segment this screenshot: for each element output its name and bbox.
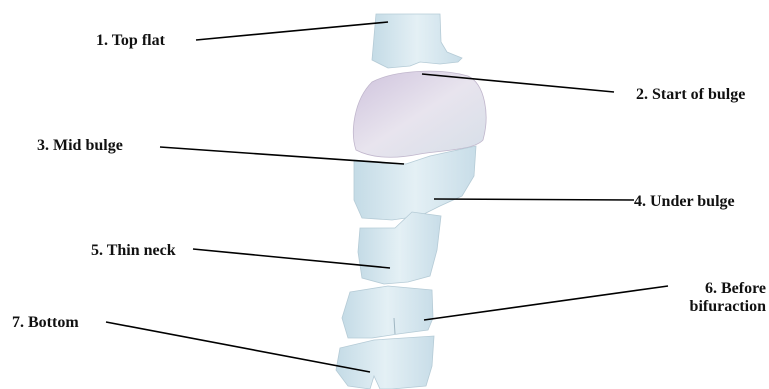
leader-line-7 bbox=[106, 322, 370, 372]
label-start-of-bulge: 2. Start of bulge bbox=[636, 86, 745, 104]
segment-before-bifurcation bbox=[342, 286, 433, 338]
label-before-bifurcation: 6. Before bifuraction bbox=[660, 280, 766, 316]
label-bottom: 7. Bottom bbox=[12, 314, 79, 332]
label-thin-neck: 5. Thin neck bbox=[91, 242, 176, 260]
leader-line-6 bbox=[424, 286, 668, 320]
segment-start-of-bulge bbox=[353, 71, 486, 157]
segment-thin-neck bbox=[358, 212, 441, 284]
label-mid-bulge: 3. Mid bulge bbox=[37, 137, 123, 155]
label-before-bifurcation-line-1: 6. Before bbox=[660, 280, 766, 298]
leader-line-4 bbox=[434, 199, 634, 200]
leader-line-1 bbox=[196, 22, 388, 40]
segment-bottom bbox=[336, 336, 434, 389]
label-top-flat: 1. Top flat bbox=[96, 32, 165, 50]
label-under-bulge: 4. Under bulge bbox=[634, 193, 735, 211]
segment-mid-under-bulge bbox=[354, 146, 476, 220]
label-before-bifurcation-line-2: bifuraction bbox=[660, 298, 766, 316]
